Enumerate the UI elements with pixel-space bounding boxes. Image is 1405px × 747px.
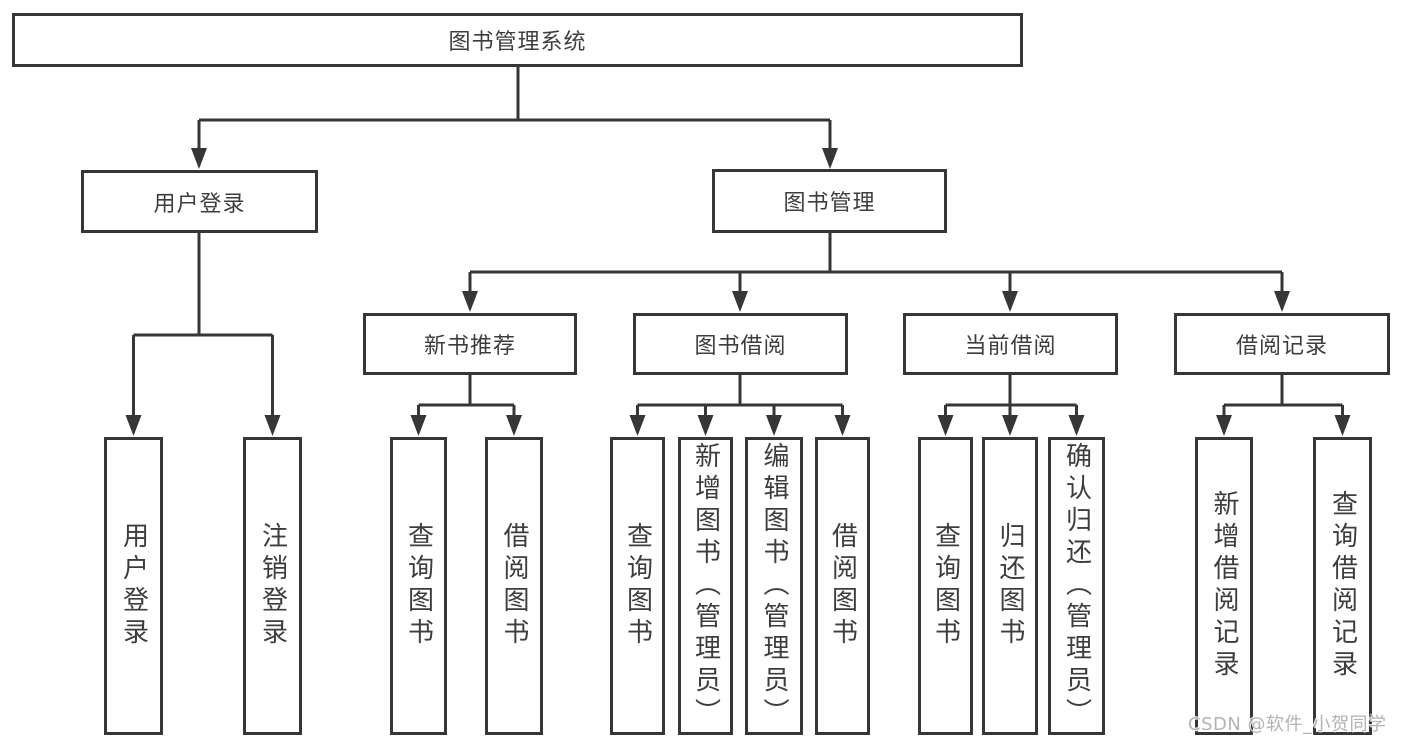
node-label: 查询借阅记录 <box>1327 490 1358 682</box>
node-label: 当前借阅 <box>964 334 1057 359</box>
node-label: 借阅图书 <box>499 522 529 650</box>
leaf-user-login: 用户登录 <box>104 437 163 735</box>
node-new-book-recommendation: 新书推荐 <box>363 313 577 375</box>
leaf-borrow-books-recommend: 借阅图书 <box>485 437 543 735</box>
node-book-borrowing: 图书借阅 <box>633 313 848 375</box>
node-label: 借阅图书 <box>827 522 858 650</box>
connector-root-to-level2 <box>191 66 838 169</box>
node-label: 图书管理 <box>783 191 876 216</box>
connector-new-book-recommend-to-leaves <box>410 375 522 436</box>
node-label: 确认归还（管理员） <box>1061 442 1092 730</box>
node-label: 新增借阅记录 <box>1209 490 1239 682</box>
csdn-watermark: CSDN @软件_小贺同学 <box>1188 714 1387 735</box>
node-library-management-system: 图书管理系统 <box>12 13 1023 67</box>
node-label: 查询图书 <box>403 522 434 650</box>
node-label: 归还图书 <box>995 522 1025 650</box>
node-current-borrowing: 当前借阅 <box>903 313 1118 375</box>
leaf-query-books-recommend: 查询图书 <box>390 437 447 735</box>
node-label: 编辑图书（管理员） <box>759 442 789 730</box>
node-book-management: 图书管理 <box>712 169 947 233</box>
node-label: 借阅记录 <box>1235 334 1328 359</box>
leaf-return-books: 归还图书 <box>982 437 1038 735</box>
leaf-confirm-return-admin: 确认归还（管理员） <box>1048 437 1105 735</box>
leaf-query-books-current: 查询图书 <box>918 437 973 735</box>
node-borrowing-records: 借阅记录 <box>1174 313 1390 375</box>
connector-book-management-to-level3 <box>462 233 1290 312</box>
node-label: 图书借阅 <box>694 334 787 359</box>
node-label: 注销登录 <box>257 522 288 650</box>
node-label: 用户登录 <box>118 522 149 650</box>
connector-book-borrow-to-leaves <box>629 375 851 436</box>
node-label: 新书推荐 <box>423 334 516 359</box>
node-label: 新增图书（管理员） <box>690 442 721 730</box>
node-label: 查询图书 <box>622 522 653 650</box>
node-label: 用户登录 <box>153 191 246 217</box>
connector-borrow-record-to-leaves <box>1216 375 1351 436</box>
leaf-borrow-books: 借阅图书 <box>815 437 870 735</box>
leaf-add-books-admin: 新增图书（管理员） <box>678 437 733 735</box>
leaf-add-borrow-record: 新增借阅记录 <box>1195 437 1253 735</box>
leaf-edit-books-admin: 编辑图书（管理员） <box>745 437 803 735</box>
node-user-login: 用户登录 <box>81 170 318 233</box>
leaf-logout: 注销登录 <box>243 437 302 735</box>
connector-current-borrow-to-leaves <box>937 375 1085 436</box>
connector-user-login-to-leaves <box>125 233 281 436</box>
node-label: 图书管理系统 <box>448 30 587 55</box>
leaf-query-books-borrow: 查询图书 <box>610 437 665 735</box>
leaf-query-borrow-record: 查询借阅记录 <box>1313 437 1372 735</box>
node-label: 查询图书 <box>930 522 961 650</box>
